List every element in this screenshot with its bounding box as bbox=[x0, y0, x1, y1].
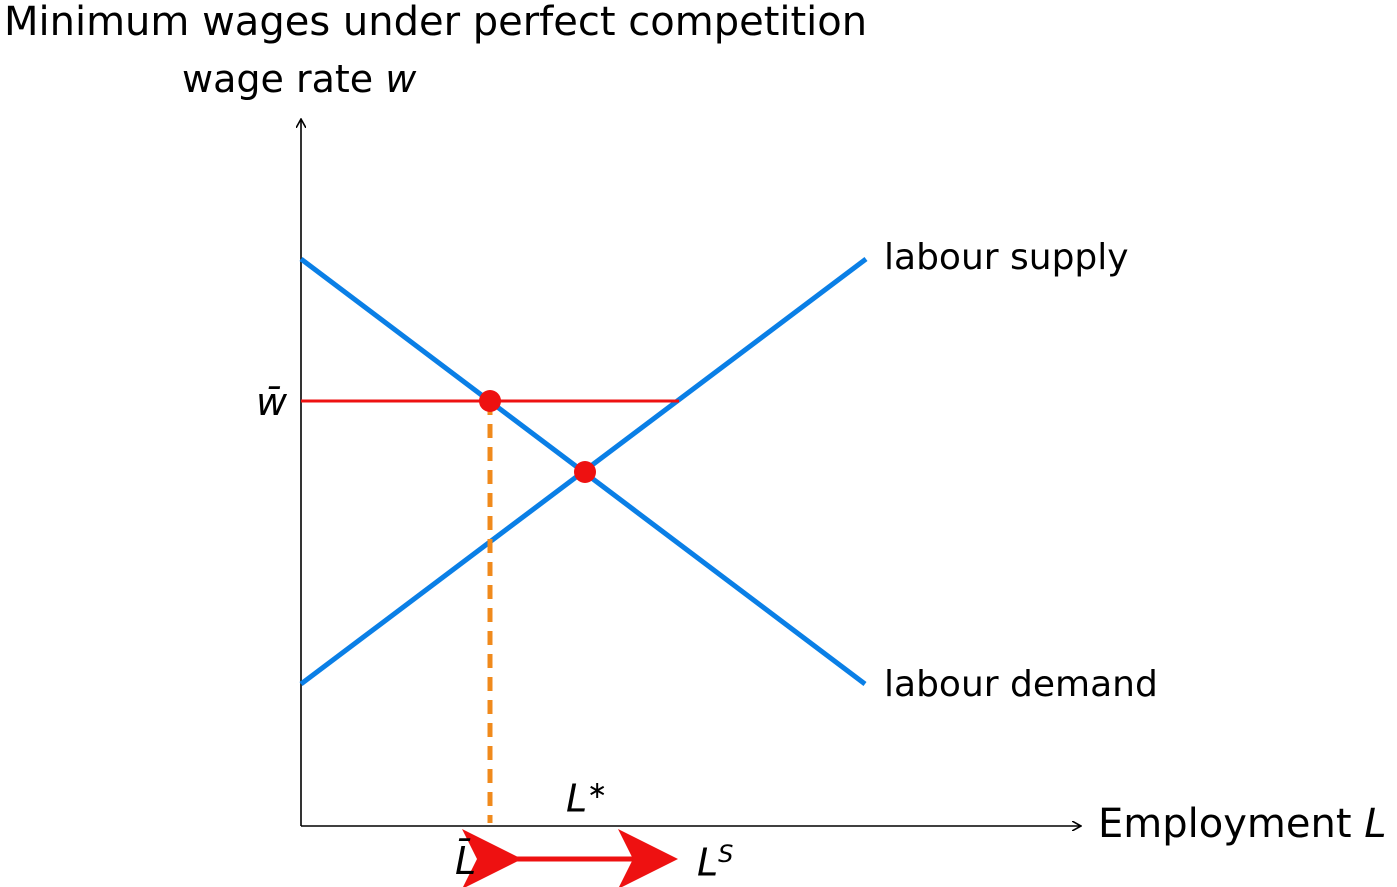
y-axis-variable: w bbox=[385, 57, 417, 101]
equilibrium-point bbox=[574, 461, 596, 483]
y-axis-label: wage rate w bbox=[182, 60, 416, 98]
l-star-base: L bbox=[566, 776, 588, 821]
l-supply-base: L bbox=[697, 840, 719, 885]
min-wage-demand-point bbox=[479, 390, 501, 412]
diagram-title: Minimum wages under perfect competition bbox=[4, 0, 868, 45]
labour-supplied-label: LS bbox=[697, 842, 733, 882]
employment-at-min-wage-label: L̄ bbox=[455, 839, 477, 883]
l-star-superscript: ∗ bbox=[587, 776, 608, 804]
x-axis-label: Employment L bbox=[1098, 804, 1387, 844]
y-axis-label-text: wage rate bbox=[182, 57, 374, 101]
labour-demand-label: labour demand bbox=[884, 664, 1158, 705]
minimum-wage-symbol: w̄ bbox=[256, 380, 288, 424]
l-supply-superscript: S bbox=[718, 840, 734, 868]
x-axis-variable: L bbox=[1364, 801, 1387, 847]
x-axis-label-text: Employment bbox=[1098, 801, 1352, 847]
equilibrium-employment-label: L∗ bbox=[566, 778, 607, 818]
labour-supply-label: labour supply bbox=[884, 237, 1129, 278]
